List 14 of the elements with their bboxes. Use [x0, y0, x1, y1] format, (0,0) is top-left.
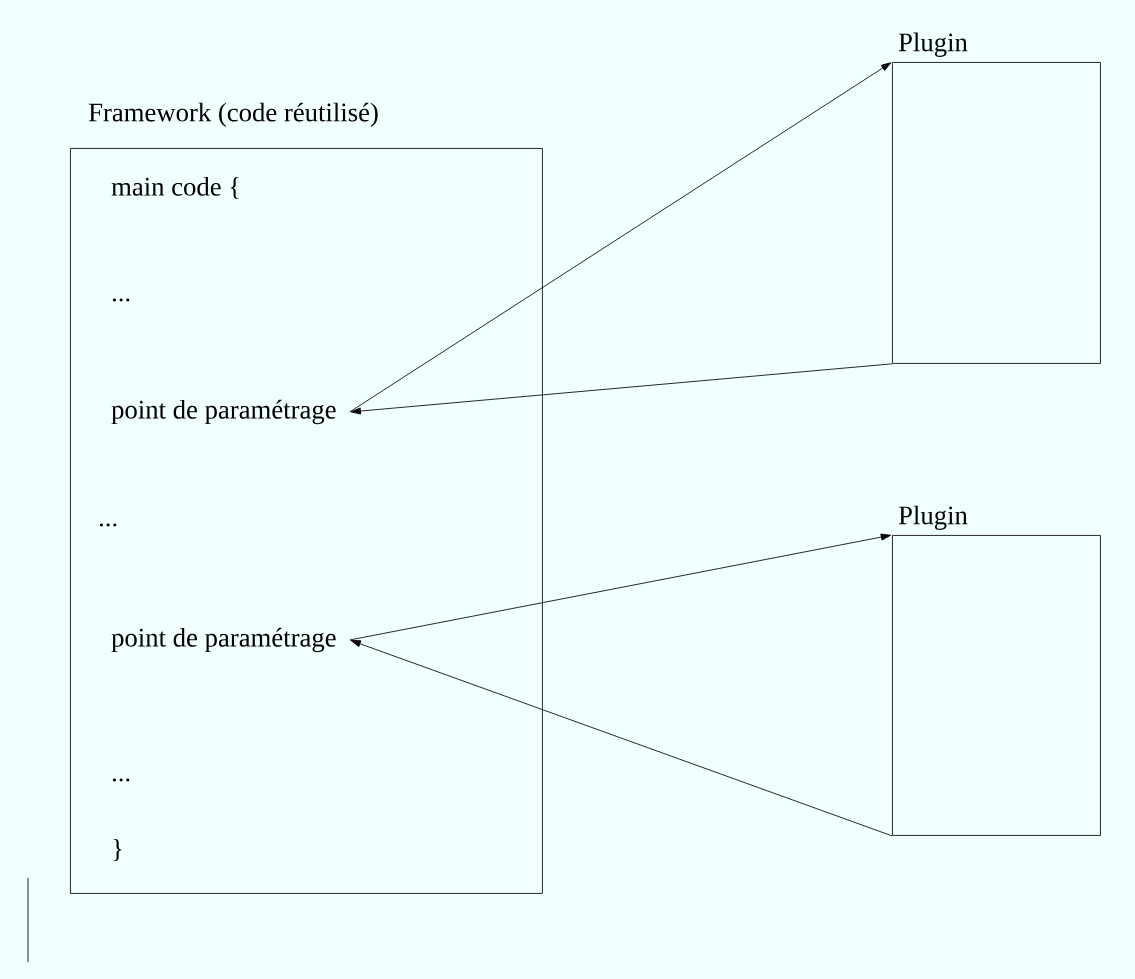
code-line: ...: [112, 778, 130, 782]
arrow: [350, 640, 893, 837]
code-line: }: [113, 838, 122, 862]
arrow: [349, 533, 892, 641]
box-heading: Framework (code réutilisé): [88, 102, 378, 127]
arrow: [350, 363, 893, 415]
code-line: main code {: [111, 176, 239, 200]
box-heading: Plugin: [898, 505, 968, 530]
code-line: point de paramétrage: [111, 627, 336, 653]
box-heading: Plugin: [898, 32, 968, 57]
code-line: point de paramétrage: [111, 399, 336, 425]
arrow: [349, 62, 892, 413]
code-line: ...: [112, 298, 130, 302]
code-line: ...: [99, 523, 117, 527]
